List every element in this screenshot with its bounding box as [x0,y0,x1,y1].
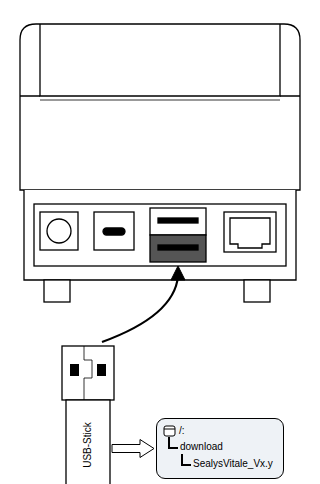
folder-entry: download [180,441,273,453]
stick-label: USB-Stick [82,422,94,468]
drive-root: /: [179,425,273,437]
usb-stick-body: USB-Stick [66,400,110,484]
folder-tree-box: /: downloadSealysVitale_Vx.y [156,418,284,479]
folder-entry: SealysVitale_Vx.y [193,458,273,470]
block-arrow [112,440,154,458]
